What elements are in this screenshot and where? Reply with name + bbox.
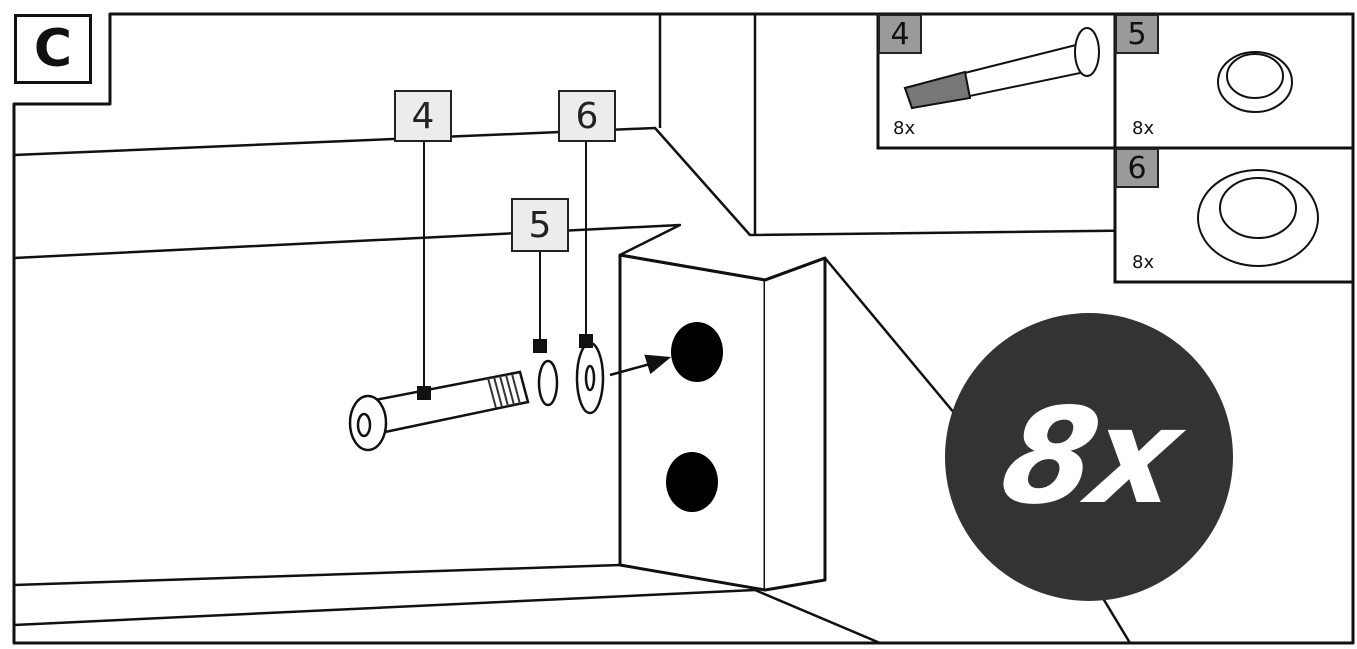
spring-washer-icon: [537, 359, 559, 407]
hole-lower: [666, 452, 718, 512]
leader-lines: [417, 140, 593, 400]
hole-upper: [671, 322, 723, 382]
parts-tag-5: 5: [1115, 14, 1159, 54]
callout-4: 4: [394, 90, 452, 142]
parts-tag-4: 4: [878, 14, 922, 54]
repeat-badge-text: 8x: [990, 380, 1188, 534]
upper-rail: [13, 126, 1354, 237]
lower-rail: [13, 563, 621, 587]
lower-rail-3: [754, 588, 881, 645]
bracket-top: [619, 253, 826, 282]
parts-qty-4: 8x: [893, 118, 916, 139]
repeat-badge: 8x: [945, 313, 1233, 601]
lower-rail-2: [13, 588, 756, 627]
bracket-front: [618, 253, 767, 592]
parts-tag-6: 6: [1115, 148, 1159, 188]
callout-5: 5: [511, 198, 569, 252]
parts-bolt-icon: [903, 27, 1100, 110]
parts-qty-5: 8x: [1132, 118, 1155, 139]
parts-qty-6: 8x: [1132, 252, 1155, 273]
step-letter: C: [14, 14, 92, 84]
parts-spring-washer-icon: [1217, 51, 1293, 113]
callout-6: 6: [558, 90, 616, 142]
parts-flat-washer-icon: [1197, 169, 1319, 267]
bolt-thread-icon: [487, 373, 521, 409]
middle-rail: [13, 223, 682, 260]
arrow-icon: [609, 354, 672, 377]
flat-washer-icon: [575, 341, 605, 415]
bracket-side: [764, 256, 827, 592]
leg-edge: [824, 257, 961, 421]
